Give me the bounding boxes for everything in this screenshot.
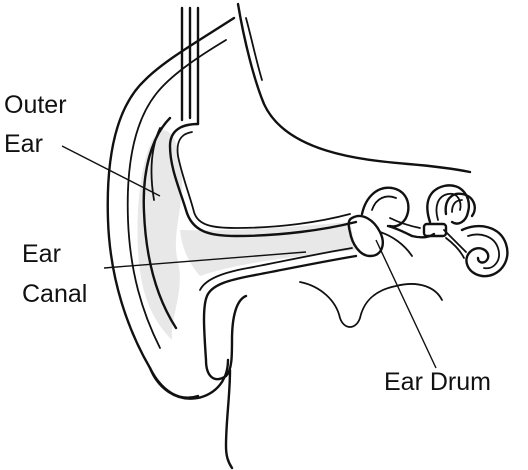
ear-canal-label-line1: Ear [22, 240, 61, 268]
ear-canal-label-line2: Canal [22, 280, 87, 308]
ear-drum-leader [376, 240, 436, 368]
leader-lines [62, 146, 436, 368]
ear-drum-label: Ear Drum [384, 368, 491, 396]
outer-ear-label-line2: Ear [4, 130, 43, 158]
ossicles-shape [362, 188, 446, 238]
outer-ear-label-line1: Outer [4, 91, 67, 119]
head-contour [182, 4, 470, 172]
inner-ear-shape [427, 185, 507, 276]
